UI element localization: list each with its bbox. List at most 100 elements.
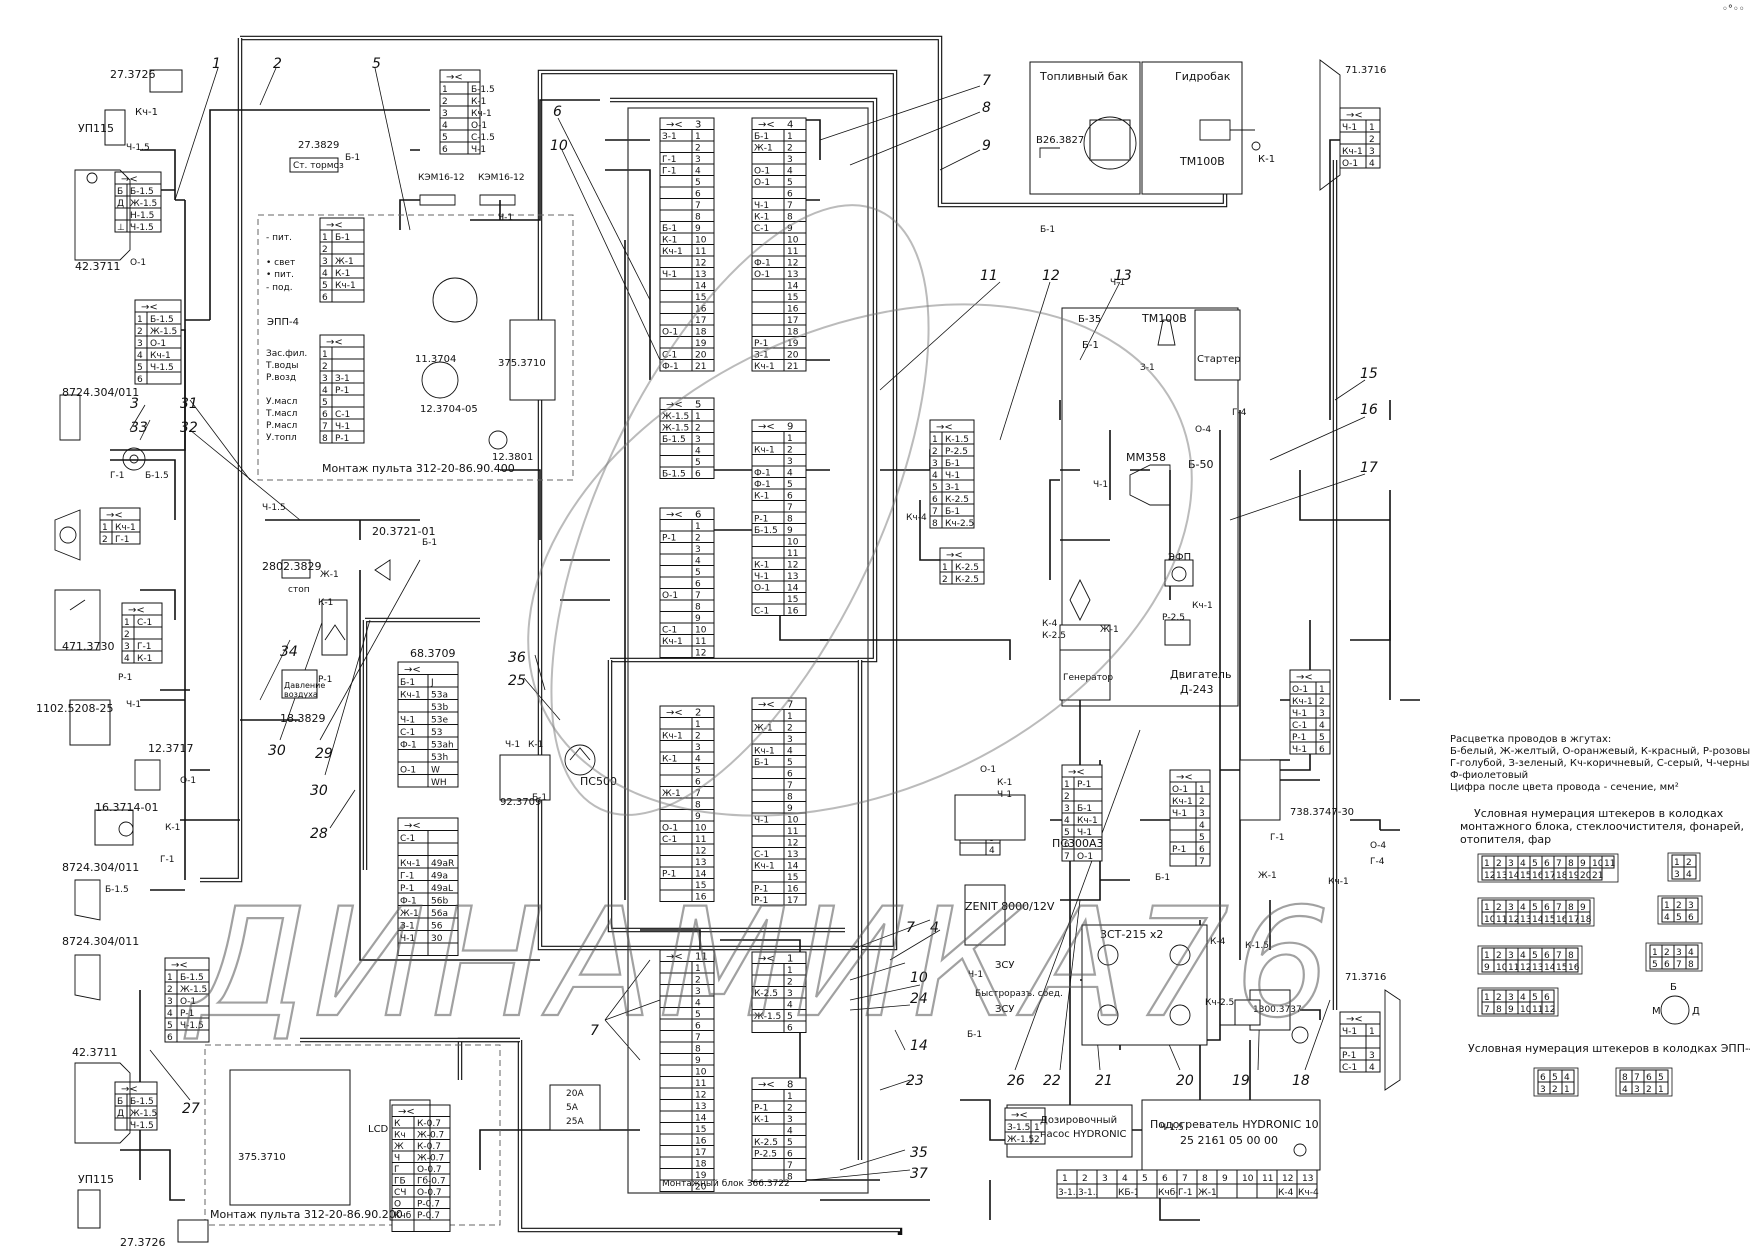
pin-number: 4 xyxy=(1622,1085,1628,1095)
lamp-top-left-icon xyxy=(149,69,183,93)
heater-pin: 12 xyxy=(1282,1174,1293,1184)
wire-k1-b: К-1 xyxy=(318,598,333,608)
horn-icon xyxy=(374,559,391,581)
table-cell: 2 xyxy=(1369,135,1375,145)
table-cell: 18 xyxy=(695,1160,707,1170)
table-cell: 6 xyxy=(1319,745,1325,755)
conn-epp-bottom-arrow-icon: →< xyxy=(171,960,188,971)
table-cell: 3 xyxy=(695,545,701,555)
table-cell: 17 xyxy=(695,316,706,326)
table-cell: З-1 xyxy=(400,922,415,932)
table-cell: З-1 xyxy=(754,351,769,361)
table-cell: 1 xyxy=(1034,1123,1040,1133)
table-cell: 6 xyxy=(167,1033,173,1043)
table-cell: 4 xyxy=(695,447,701,457)
table-cell: 11 xyxy=(695,835,706,845)
table-cell: 4 xyxy=(1064,816,1070,826)
table-cell: Б-1 xyxy=(400,678,415,688)
worklamp-1-icon xyxy=(74,879,101,921)
label-u-masl: У.масл xyxy=(266,397,297,407)
table-cell: 10 xyxy=(695,1068,707,1078)
relay-12-3801-label: 12.3801 xyxy=(492,452,533,463)
washer-switch-icon xyxy=(69,699,111,746)
table-cell: 1 xyxy=(102,523,108,533)
table-cell: 12 xyxy=(695,649,706,659)
pin-number: 6 xyxy=(1544,859,1550,869)
table-cell: Кч-1 xyxy=(754,446,775,456)
table-cell: 9 xyxy=(695,224,701,234)
battery-box xyxy=(1006,924,1321,1171)
conn-ps300-arrow-icon: →< xyxy=(1068,767,1085,778)
pin-number: 6 xyxy=(1664,960,1670,970)
table-cell: 2 xyxy=(1034,1135,1040,1145)
heater-pin: 10 xyxy=(1242,1174,1254,1184)
table-cell: 3 xyxy=(695,155,701,165)
table-cell: 5 xyxy=(695,1010,701,1020)
table-cell: Р-1 xyxy=(754,885,768,895)
pin-number: 1 xyxy=(1484,993,1490,1003)
heater-wire: 3-1.5 xyxy=(1078,1188,1101,1198)
table-cell: 6 xyxy=(695,580,701,590)
table-cell: Кчб xyxy=(394,1211,412,1221)
relay-16-3714-label: 16.3714-01 xyxy=(95,801,158,814)
pin-number: 20 xyxy=(1580,871,1592,881)
pin-number: 2 xyxy=(1496,993,1502,1003)
table-cell: Б xyxy=(117,1097,123,1107)
kem-1-label: КЭМ16-12 xyxy=(418,173,465,183)
table-cell: Ч-1 xyxy=(335,422,350,432)
table-cell: О-0.7 xyxy=(417,1165,442,1175)
panel-bottom-switches xyxy=(229,1069,351,1206)
table-cell: 16 xyxy=(787,305,799,315)
table-cell: Ж-1.5 xyxy=(130,199,157,209)
wire-ch15-c: Ч-1.5 xyxy=(1160,1123,1184,1133)
table-cell: 30 xyxy=(431,934,443,944)
conn-engine-1-arrow-icon: →< xyxy=(936,422,953,433)
legend-colors-2: Г-голубой, З-зеленый, Кч-коричневый, С-с… xyxy=(1450,758,1750,769)
table-cell: 6 xyxy=(932,495,938,505)
table-cell: Кч-1 xyxy=(754,362,775,372)
table-cell: 6 xyxy=(137,375,143,385)
table-cell: 1 xyxy=(695,132,701,142)
table-cell: 16 xyxy=(695,893,707,903)
table-cell: 53е xyxy=(431,716,448,726)
switch-up115-top-icon xyxy=(104,109,126,146)
table-cell: 7 xyxy=(787,503,793,513)
table-cell: 7 xyxy=(1064,852,1070,862)
wire-ch1-a: Ч-1 xyxy=(126,700,141,710)
table-cell: 10 xyxy=(787,816,799,826)
table-cell: Б-1 xyxy=(662,224,677,234)
pin-number: 9 xyxy=(1580,903,1586,913)
wire-k1-d: К-1 xyxy=(997,778,1012,788)
table-cell: К-1 xyxy=(662,236,677,246)
relay-12-3801-icon xyxy=(488,430,508,450)
table-cell: 5 xyxy=(1199,833,1205,843)
mount-block-7-arrow-icon: →< xyxy=(758,700,775,711)
table-cell: 8 xyxy=(787,515,793,525)
table-cell: 1 xyxy=(695,964,701,974)
line-number-26: 26 xyxy=(1007,1073,1025,1089)
table-cell: Кч-1 xyxy=(754,747,775,757)
table-cell: Д xyxy=(117,1109,124,1119)
wire-ch1-d: Ч-1 xyxy=(1093,480,1108,490)
table-cell: 7 xyxy=(322,422,328,432)
pin-number: 3 xyxy=(1540,1085,1546,1095)
table-cell: 49a xyxy=(431,872,448,882)
heater-pin: 9 xyxy=(1222,1174,1228,1184)
line-number-2: 2 xyxy=(273,56,282,72)
table-cell: 3 xyxy=(932,459,938,469)
table-cell: Б-1 xyxy=(945,459,960,469)
legend-num-title-2: монтажного блока, стеклоочистителя, фона… xyxy=(1460,820,1744,833)
table-cell: 4 xyxy=(787,167,793,177)
table-cell: С-1 xyxy=(662,626,677,636)
table-cell: Кч-1 xyxy=(471,109,492,119)
table-cell: Г-1 xyxy=(137,642,151,652)
table-cell: Ф-1 xyxy=(754,259,771,269)
